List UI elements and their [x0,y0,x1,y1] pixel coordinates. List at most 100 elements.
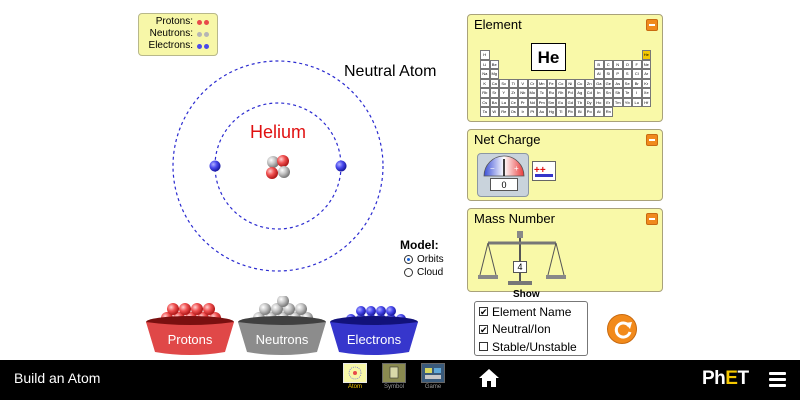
periodic-cell-lu[interactable]: Lu [632,97,642,107]
periodic-cell-po[interactable]: Po [584,107,594,117]
periodic-cell-bi[interactable]: Bi [575,107,585,117]
orbits-radio[interactable] [404,255,413,264]
periodic-cell-cd[interactable]: Cd [584,88,594,98]
reset-all-button[interactable] [607,314,637,344]
periodic-cell-pd[interactable]: Pd [565,88,575,98]
periodic-cell-br[interactable]: Br [632,78,642,88]
periodic-cell-cr[interactable]: Cr [527,78,537,88]
periodic-cell-xe[interactable]: Xe [641,88,651,98]
periodic-cell-tb[interactable]: Tb [575,97,585,107]
periodic-cell-gd[interactable]: Gd [565,97,575,107]
periodic-cell-kr[interactable]: Kr [641,78,651,88]
show-neutral-ion[interactable]: ✔ Neutral/Ion [479,321,587,339]
periodic-cell-p[interactable]: P [613,69,623,79]
periodic-cell-se[interactable]: Se [622,78,632,88]
periodic-cell-at[interactable]: At [594,107,604,117]
periodic-cell-mg[interactable]: Mg [489,69,499,79]
periodic-cell-tm[interactable]: Tm [613,97,623,107]
periodic-cell-sm[interactable]: Sm [546,97,556,107]
periodic-cell-ne[interactable]: Ne [641,59,651,69]
periodic-cell-f[interactable]: F [632,59,642,69]
periodic-cell-v[interactable]: V [518,78,528,88]
periodic-cell-la[interactable]: La [499,97,509,107]
periodic-cell-o[interactable]: O [622,59,632,69]
periodic-cell-y[interactable]: Y [499,88,509,98]
periodic-cell-rh[interactable]: Rh [556,88,566,98]
periodic-cell-yb[interactable]: Yb [622,97,632,107]
periodic-cell-hf[interactable]: Hf [641,97,651,107]
electron[interactable] [335,160,347,172]
periodic-cell-os[interactable]: Os [508,107,518,117]
periodic-cell-ar[interactable]: Ar [641,69,651,79]
periodic-cell-s[interactable]: S [622,69,632,79]
electron-bucket[interactable]: Electrons [329,296,419,356]
periodic-cell-tc[interactable]: Tc [537,88,547,98]
phet-logo[interactable]: PhET [702,368,749,389]
periodic-cell-as[interactable]: As [613,78,623,88]
periodic-cell-sb[interactable]: Sb [613,88,623,98]
periodic-cell-hg[interactable]: Hg [546,107,556,117]
periodic-cell-b[interactable]: B [594,59,604,69]
periodic-cell-li[interactable]: Li [480,59,490,69]
periodic-cell-ge[interactable]: Ge [603,78,613,88]
model-option-orbits[interactable]: Orbits [404,253,444,266]
periodic-cell-cu[interactable]: Cu [575,78,585,88]
periodic-cell-zn[interactable]: Zn [584,78,594,88]
nucleus[interactable] [266,155,290,179]
periodic-cell-pr[interactable]: Pr [518,97,528,107]
periodic-cell-h[interactable]: H [480,50,490,60]
tab-symbol[interactable]: Symbol [379,363,409,390]
periodic-cell-eu[interactable]: Eu [556,97,566,107]
periodic-cell-ga[interactable]: Ga [594,78,604,88]
periodic-cell-ho[interactable]: Ho [594,97,604,107]
periodic-cell-nb[interactable]: Nb [518,88,528,98]
periodic-cell-au[interactable]: Au [537,107,547,117]
periodic-cell-ir[interactable]: Ir [518,107,528,117]
periodic-cell-re[interactable]: Re [499,107,509,117]
collapse-element-minus-icon[interactable] [646,19,658,31]
periodic-cell-mo[interactable]: Mo [527,88,537,98]
home-icon[interactable] [478,367,500,389]
proton-bucket[interactable]: Protons [145,296,235,356]
periodic-cell-cs[interactable]: Cs [480,97,490,107]
periodic-cell-pt[interactable]: Pt [527,107,537,117]
periodic-cell-sc[interactable]: Sc [499,78,509,88]
periodic-cell-be[interactable]: Be [489,59,499,69]
element-name-checkbox[interactable]: ✔ [479,307,488,318]
collapse-mass-minus-icon[interactable] [646,213,658,225]
stable-unstable-checkbox[interactable] [479,342,488,352]
periodic-cell-zr[interactable]: Zr [508,88,518,98]
periodic-cell-k[interactable]: K [480,78,490,88]
neutron-bucket[interactable]: Neutrons [237,295,327,356]
periodic-cell-na[interactable]: Na [480,69,490,79]
periodic-cell-n[interactable]: N [613,59,623,69]
periodic-cell-mn[interactable]: Mn [537,78,547,88]
periodic-cell-al[interactable]: Al [594,69,604,79]
show-stable-unstable[interactable]: Stable/Unstable [479,338,587,356]
periodic-cell-si[interactable]: Si [603,69,613,79]
periodic-cell-te[interactable]: Te [622,88,632,98]
show-element-name[interactable]: ✔ Element Name [479,303,587,321]
model-option-cloud[interactable]: Cloud [404,266,444,279]
periodic-cell-w[interactable]: W [489,107,499,117]
periodic-cell-sn[interactable]: Sn [603,88,613,98]
periodic-cell-ti[interactable]: Ti [508,78,518,88]
tab-game[interactable]: Game [418,363,448,390]
electron[interactable] [209,160,221,172]
periodic-cell-in[interactable]: In [594,88,604,98]
periodic-cell-ni[interactable]: Ni [565,78,575,88]
periodic-cell-cl[interactable]: Cl [632,69,642,79]
periodic-cell-dy[interactable]: Dy [584,97,594,107]
periodic-cell-ca[interactable]: Ca [489,78,499,88]
tab-atom[interactable]: Atom [340,363,370,390]
periodic-cell-er[interactable]: Er [603,97,613,107]
periodic-cell-sr[interactable]: Sr [489,88,499,98]
periodic-cell-nd[interactable]: Nd [527,97,537,107]
periodic-cell-rn[interactable]: Rn [603,107,613,117]
periodic-cell-tl[interactable]: Tl [556,107,566,117]
periodic-cell-pm[interactable]: Pm [537,97,547,107]
periodic-cell-he[interactable]: He [641,50,651,60]
hamburger-menu-icon[interactable] [769,372,786,387]
periodic-cell-fe[interactable]: Fe [546,78,556,88]
collapse-charge-minus-icon[interactable] [646,134,658,146]
